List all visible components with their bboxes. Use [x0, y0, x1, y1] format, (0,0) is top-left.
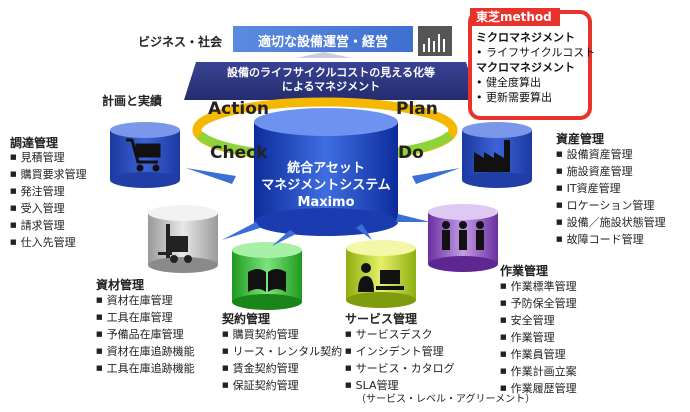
list-item: インシデント管理 — [345, 344, 455, 361]
macro-item: • 更新需要算出 — [476, 91, 552, 104]
list-item: 施設資産管理 — [556, 164, 666, 181]
workers-icon — [442, 221, 484, 250]
center-line2: マネジメントシステム — [261, 178, 391, 193]
lcc-band — [184, 62, 478, 100]
plan-actual-label: 計画と実績 — [102, 94, 163, 108]
business-label: ビジネス・社会 — [138, 35, 223, 49]
method-title: 東芝method — [476, 10, 552, 24]
macro-item: • 健全度算出 — [476, 76, 541, 89]
material-title: 資材管理 — [96, 278, 145, 292]
list-item: リース・レンタル契約 — [222, 344, 342, 361]
list-item: 資材在庫管理 — [96, 293, 195, 310]
list-item: ロケーション管理 — [556, 198, 666, 215]
list-item: 設備／施設状態管理 — [556, 215, 666, 232]
contract-title: 契約管理 — [222, 312, 271, 326]
list-item: 受入管理 — [10, 201, 87, 218]
list-item: 作業計画立案 — [500, 364, 577, 381]
center-cylinder-body — [254, 122, 398, 222]
sla-note: （サービス・レベル・アグリーメント） — [356, 394, 536, 405]
connector-arrows — [186, 168, 460, 246]
list-item: 仕入先管理 — [10, 235, 87, 252]
list-item: 購買要求管理 — [10, 167, 87, 184]
list-item: 保証契約管理 — [222, 378, 342, 395]
center-cylinder-bottom — [254, 208, 398, 236]
lcc-line2: によるマネジメント — [281, 80, 381, 93]
list-item: 予備品在庫管理 — [96, 327, 195, 344]
factory-icon — [474, 140, 510, 172]
lcc-line1: 設備のライフサイクルコストの見える化等 — [227, 66, 435, 79]
list-item: 購買契約管理 — [222, 327, 342, 344]
list-item: 作業員管理 — [500, 347, 577, 364]
center-cylinder-top — [254, 108, 398, 136]
procurement-list: 見積管理 購買要求管理 発注管理 受入管理 請求管理 仕入先管理 — [10, 150, 87, 252]
material-list: 資材在庫管理 工具在庫管理 予備品在庫管理 資材在庫追跡機能 工具在庫追跡機能 — [96, 293, 195, 378]
pdca-do: Do — [398, 143, 424, 163]
center-line3: Maximo — [297, 195, 355, 210]
method-content: ミクロマネジメント • ライフサイクルコスト マクロマネジメント • 健全度算出… — [476, 30, 595, 105]
work-title: 作業管理 — [500, 264, 549, 278]
up-arrow — [296, 52, 352, 58]
list-item: 安全管理 — [500, 313, 577, 330]
asset-list: 設備資産管理 施設資産管理 IT資産管理 ロケーション管理 設備／施設状態管理 … — [556, 147, 666, 249]
business-box-text: 適切な設備運営・経営 — [257, 35, 388, 50]
list-item: 賃金契約管理 — [222, 361, 342, 378]
micro-item: • ライフサイクルコスト — [476, 46, 596, 59]
list-item: IT資産管理 — [556, 181, 666, 198]
micro-heading: ミクロマネジメント — [476, 31, 575, 44]
list-item: 工具在庫管理 — [96, 310, 195, 327]
center-text: 統合アセット マネジメントシステム Maximo — [254, 160, 398, 211]
list-item: 見積管理 — [10, 150, 87, 167]
bar-chart-icon — [423, 34, 445, 52]
cart-icon — [126, 138, 161, 172]
method-title-bg — [470, 8, 560, 26]
procurement-title: 調達管理 — [10, 136, 59, 150]
list-item: 請求管理 — [10, 218, 87, 235]
pdca-plan: Plan — [396, 99, 438, 119]
list-item: 作業標準管理 — [500, 279, 577, 296]
list-item: SLA管理 — [345, 378, 455, 395]
list-item: 発注管理 — [10, 184, 87, 201]
list-item: 工具在庫追跡機能 — [96, 361, 195, 378]
list-item: 資材在庫追跡機能 — [96, 344, 195, 361]
contract-list: 購買契約管理 リース・レンタル契約 賃金契約管理 保証契約管理 — [222, 327, 342, 395]
list-item: 作業履歴管理 — [500, 381, 577, 398]
service-desk-icon — [358, 263, 404, 292]
lcc-band-text: 設備のライフサイクルコストの見える化等 によるマネジメント — [196, 66, 466, 94]
pdca-action: Action — [208, 99, 269, 119]
forklift-icon — [158, 224, 192, 263]
asset-title: 資産管理 — [556, 132, 605, 146]
service-title: サービス管理 — [345, 312, 418, 326]
list-item: サービスデスク — [345, 327, 455, 344]
list-item: 故障コード管理 — [556, 232, 666, 249]
service-list: サービスデスク インシデント管理 サービス・カタログ SLA管理 — [345, 327, 455, 395]
work-list: 作業標準管理 予防保全管理 安全管理 作業管理 作業員管理 作業計画立案 作業履… — [500, 279, 577, 398]
list-item: 作業管理 — [500, 330, 577, 347]
pdca-check: Check — [210, 143, 268, 163]
list-item: 予防保全管理 — [500, 296, 577, 313]
list-item: サービス・カタログ — [345, 361, 455, 378]
book-icon — [248, 269, 286, 292]
business-box-bg — [233, 26, 413, 52]
macro-heading: マクロマネジメント — [476, 61, 575, 74]
list-item: 設備資産管理 — [556, 147, 666, 164]
center-line1: 統合アセット — [287, 161, 365, 176]
